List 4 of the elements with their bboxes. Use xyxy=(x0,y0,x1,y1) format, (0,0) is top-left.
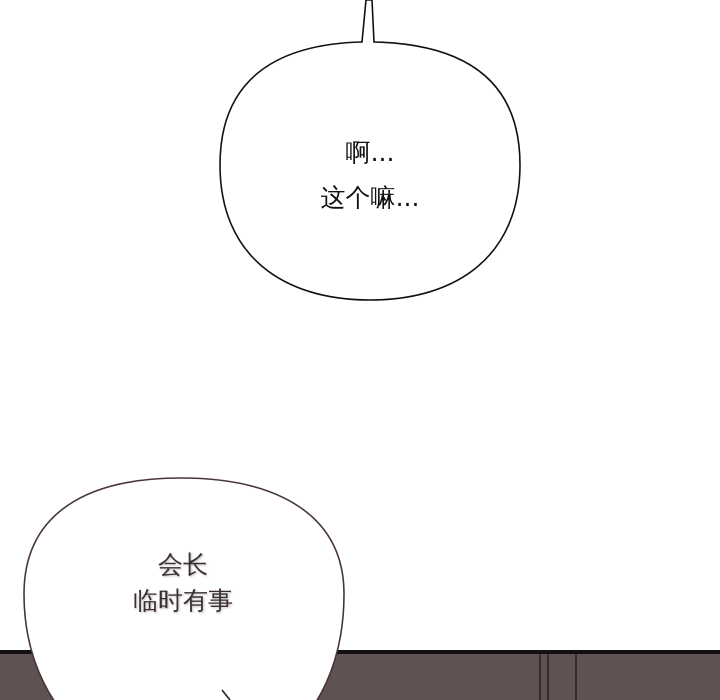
speech-text: 会长 xyxy=(157,550,209,580)
speech-text: 啊... xyxy=(344,138,396,168)
speech-text: 临时有事 xyxy=(132,586,234,616)
speech-text: 这个嘛... xyxy=(320,183,420,213)
